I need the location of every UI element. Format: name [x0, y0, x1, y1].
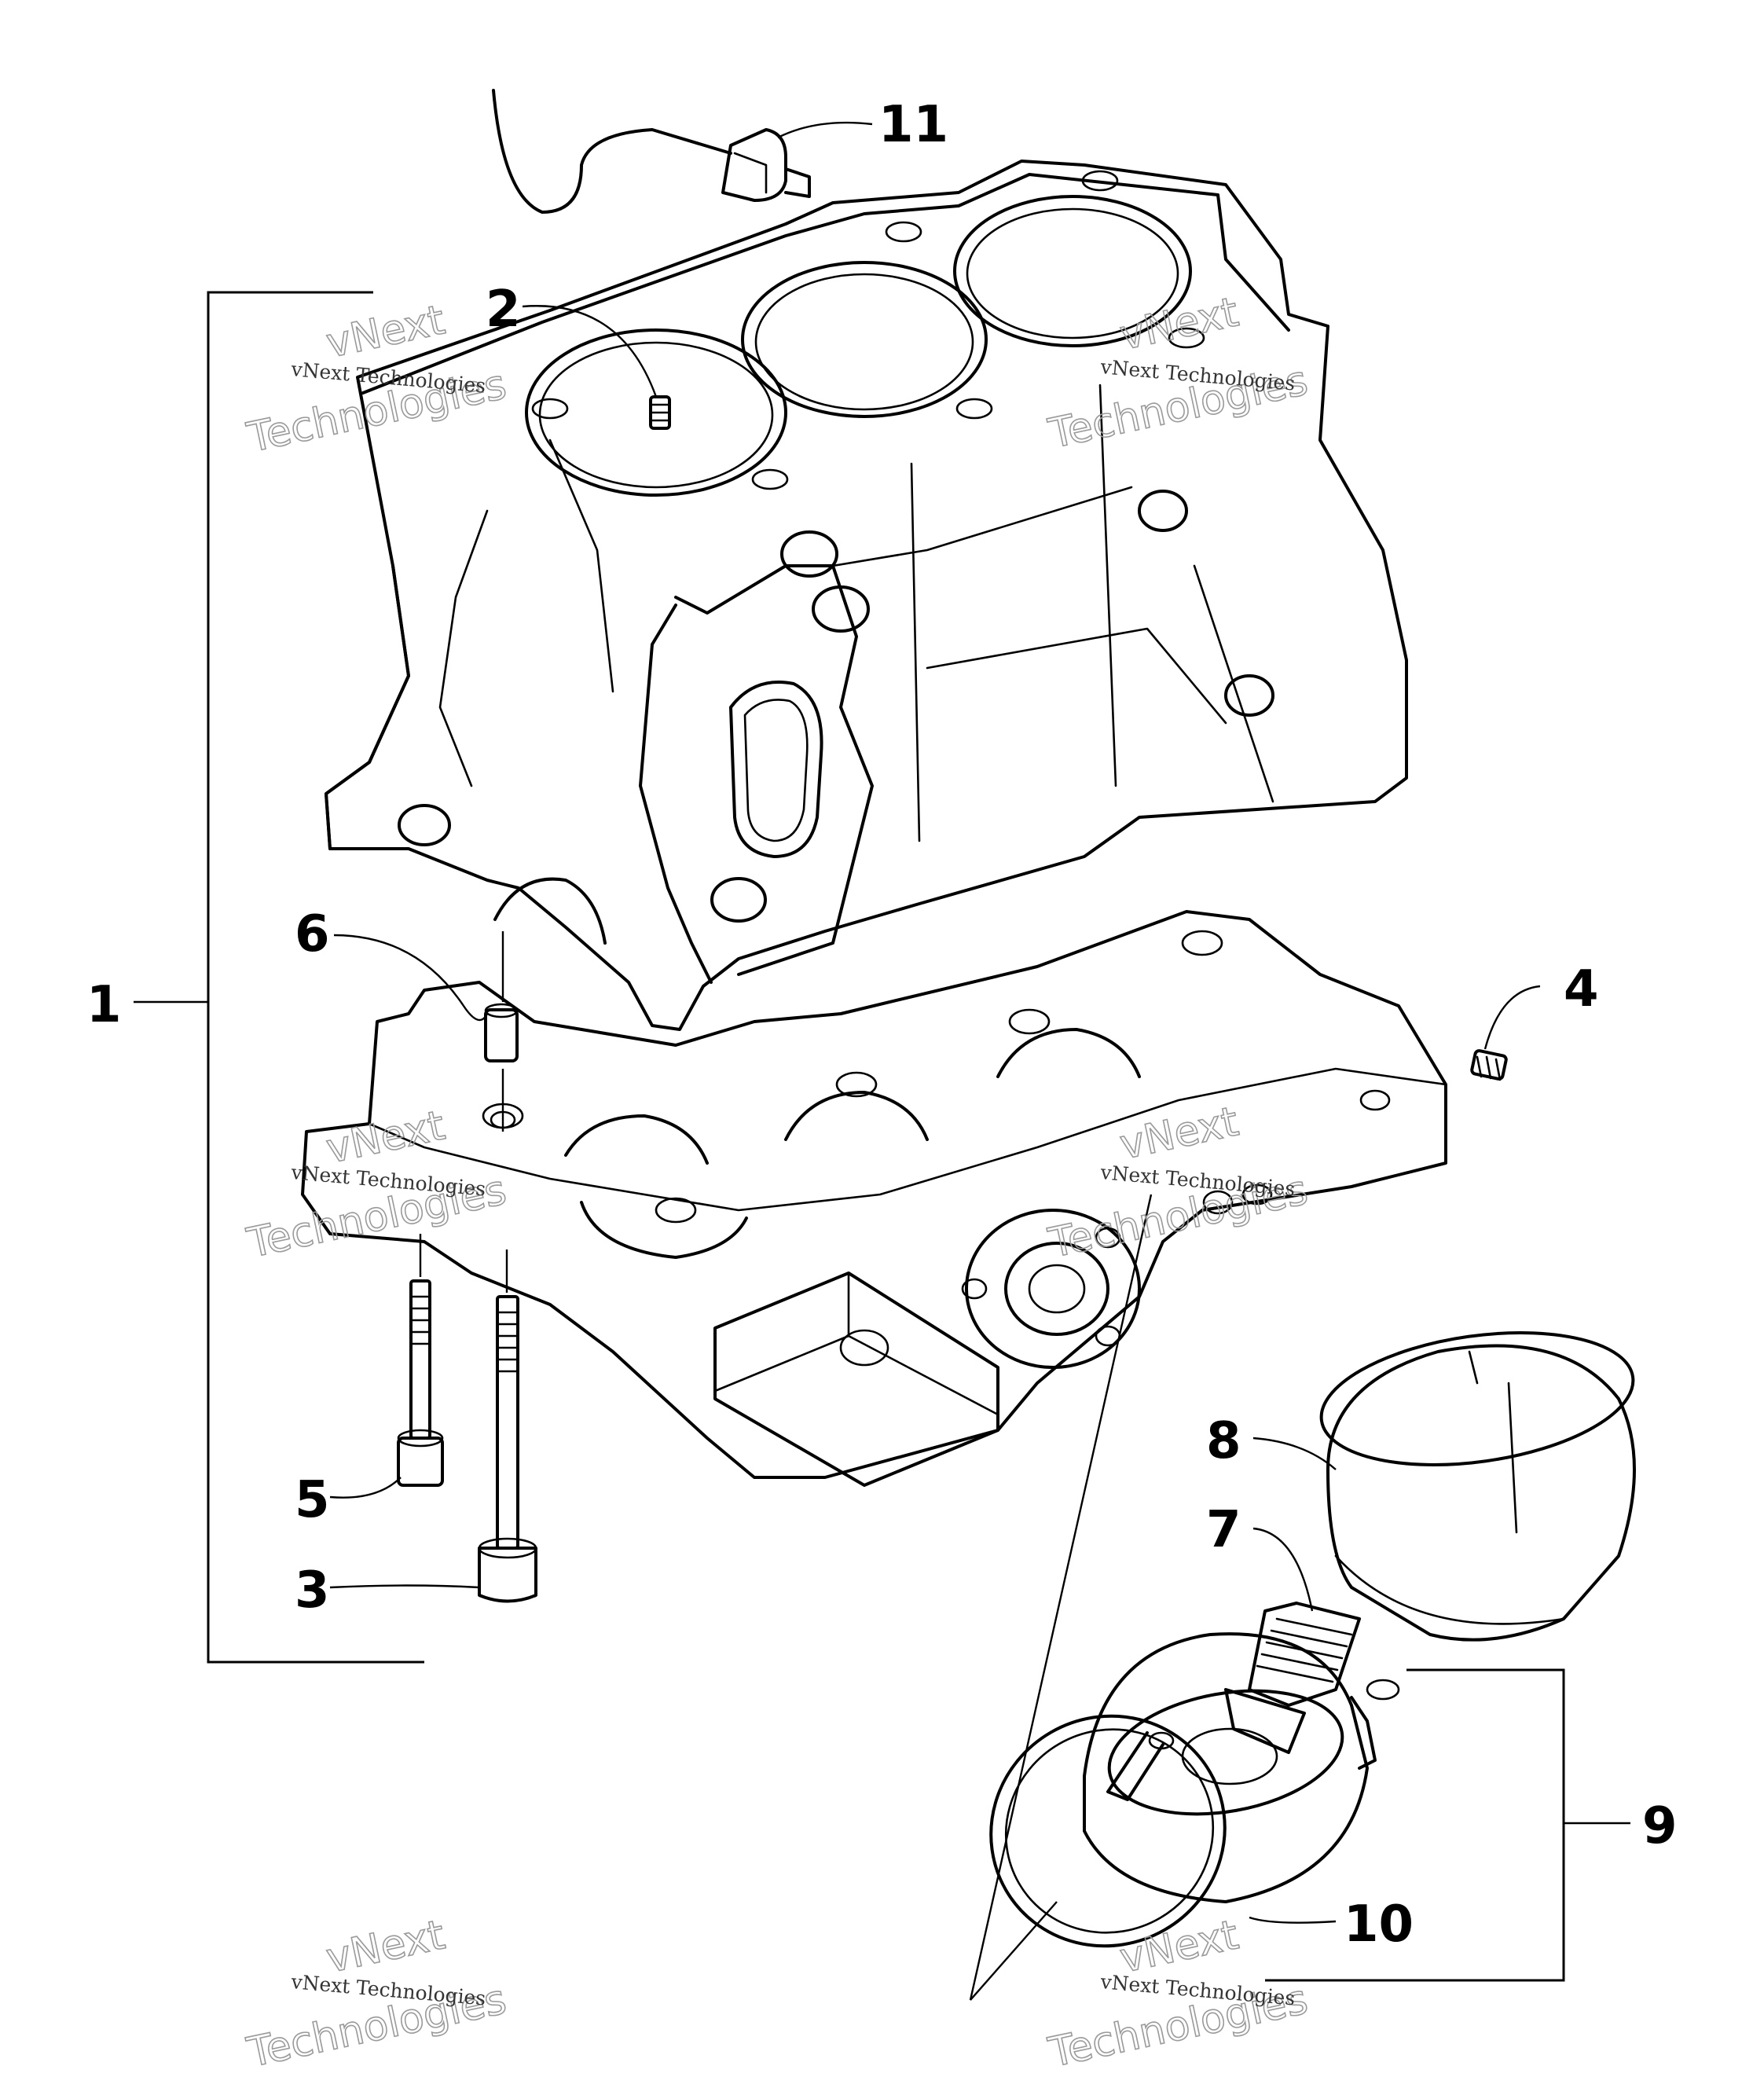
- callout-7: 7: [1206, 1501, 1241, 1559]
- leader-4: [1483, 985, 1541, 1050]
- callout-9: 9: [1642, 1797, 1678, 1855]
- svg-text:vNext: vNext: [322, 1911, 449, 1982]
- bedplate: [301, 910, 1447, 1487]
- svg-text:vNext: vNext: [322, 1102, 449, 1172]
- bracket-part-9: [1265, 1668, 1565, 1982]
- callout-11: 11: [878, 96, 948, 154]
- callout-8: 8: [1206, 1412, 1241, 1470]
- leader-6: [333, 934, 489, 1022]
- callout-10: 10: [1344, 1895, 1414, 1954]
- callout-5: 5: [295, 1471, 330, 1529]
- knock-sensor: [492, 89, 811, 214]
- bolt-long: [478, 1249, 537, 1603]
- svg-text:vNext: vNext: [322, 296, 449, 367]
- oil-filter: [1319, 1331, 1636, 1642]
- leader-2: [522, 305, 658, 398]
- watermark-middle-right: vNext Technologies vNext Technologies: [1043, 1098, 1312, 1268]
- cylinder-block: [325, 160, 1408, 1031]
- leader-10: [1249, 1916, 1337, 1924]
- watermark-bottom-left: vNext Technologies vNext Technologies: [242, 1911, 511, 2078]
- callout-6: 6: [295, 905, 330, 963]
- projection-line: [969, 1194, 1153, 2001]
- callout-4: 4: [1564, 960, 1599, 1018]
- callout-1: 1: [86, 976, 122, 1034]
- oil-cooler: [1083, 1632, 1400, 1903]
- svg-text:vNext: vNext: [1116, 1911, 1242, 1982]
- leader-7: [1252, 1527, 1314, 1612]
- o-ring: [989, 1714, 1227, 1948]
- callout-3: 3: [295, 1561, 330, 1620]
- watermark-top-left: vNext Technologies vNext Technologies: [242, 296, 511, 463]
- callout-2: 2: [486, 281, 521, 339]
- dowel-pin: [484, 931, 519, 1132]
- stud: [649, 395, 671, 430]
- svg-text:vNext: vNext: [1116, 288, 1242, 359]
- watermark-bottom-right: vNext Technologies vNext Technologies: [1043, 1911, 1312, 2078]
- leader-5: [329, 1477, 402, 1499]
- svg-text:vNext: vNext: [1116, 1098, 1242, 1169]
- watermark-middle-left: vNext Technologies vNext Technologies: [242, 1102, 511, 1268]
- leader-3: [329, 1584, 480, 1589]
- bolt-short: [397, 1234, 444, 1487]
- bracket-part-1: [207, 291, 424, 1664]
- watermark-top-right: vNext Technologies vNext Technologies: [1043, 288, 1312, 459]
- plug: [1470, 1049, 1508, 1081]
- leader-8: [1252, 1437, 1337, 1470]
- leader-11: [777, 121, 873, 139]
